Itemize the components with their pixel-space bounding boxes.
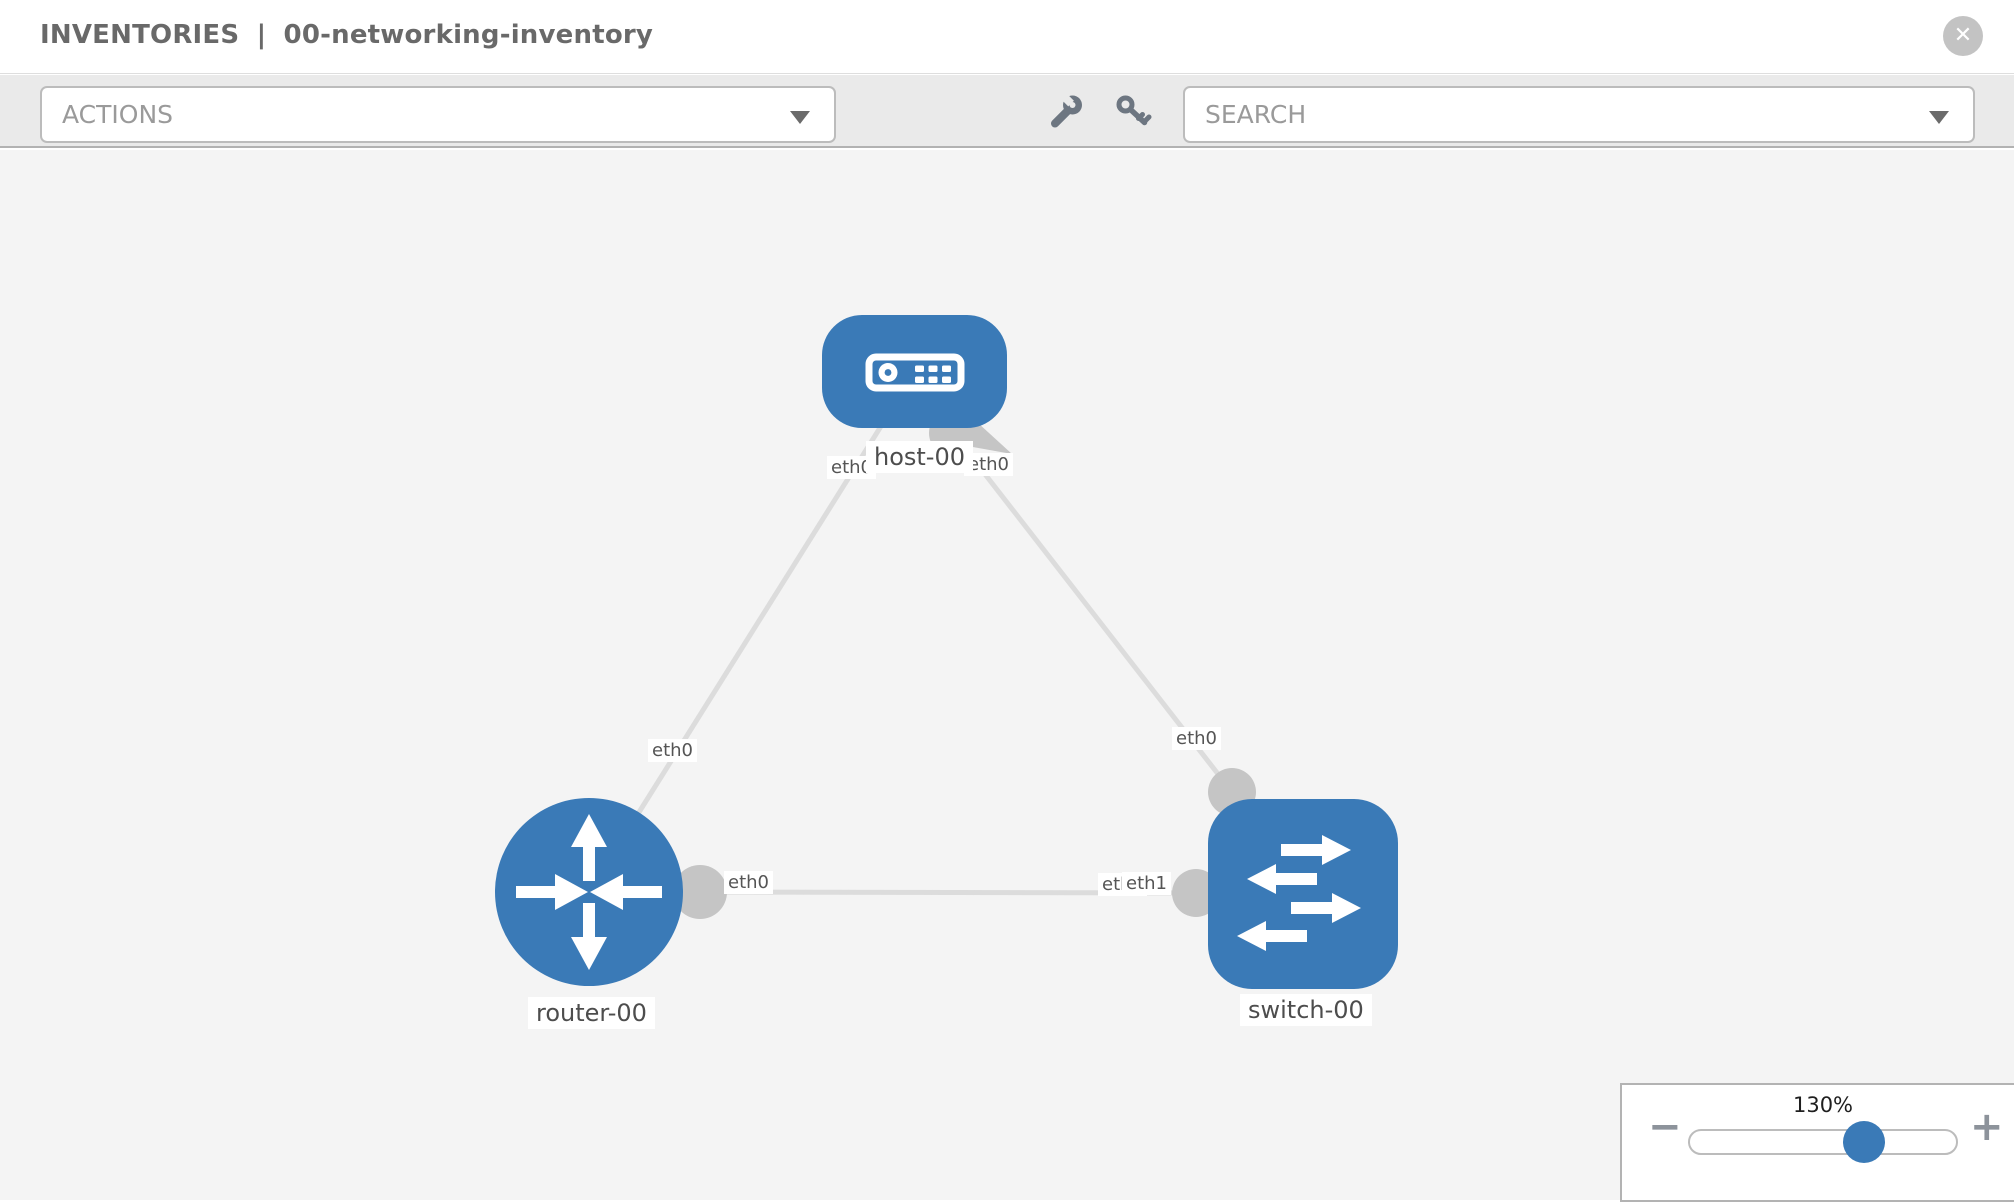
wrench-icon[interactable] — [1046, 92, 1086, 132]
zoom-in-button[interactable]: + — [1970, 1104, 2004, 1150]
node-label-router: router-00 — [528, 997, 655, 1029]
interface-label: eth0 — [1172, 727, 1221, 750]
search-placeholder: SEARCH — [1205, 100, 1307, 129]
key-icon[interactable] — [1113, 92, 1153, 132]
node-label-switch: switch-00 — [1240, 994, 1372, 1026]
interface-label: eth0 — [724, 871, 773, 894]
node-router[interactable] — [495, 798, 683, 986]
chevron-down-icon — [1929, 111, 1949, 124]
host-icon — [865, 353, 965, 392]
close-button[interactable]: ✕ — [1943, 16, 1983, 56]
interface-label: eth0 — [827, 456, 876, 479]
chevron-down-icon — [790, 111, 810, 124]
actions-dropdown[interactable]: ACTIONS — [40, 86, 836, 143]
close-icon: ✕ — [1953, 23, 1973, 48]
router-icon — [516, 814, 662, 970]
interface-label: eth0 — [964, 453, 1013, 476]
header-bar: INVENTORIES | 00-networking-inventory ✕ — [0, 0, 2014, 74]
inventory-name: 00-networking-inventory — [283, 20, 654, 50]
breadcrumb-separator: | — [256, 20, 267, 50]
breadcrumb-section: INVENTORIES — [40, 20, 240, 50]
topology-canvas: eth0 eth0 eth0 eth0 eth0 eth0 eth1 host-… — [0, 150, 2014, 1202]
node-switch[interactable] — [1208, 799, 1398, 989]
topology-graph — [495, 315, 1398, 989]
zoom-out-button[interactable]: − — [1648, 1104, 1682, 1150]
zoom-slider-thumb[interactable] — [1843, 1121, 1885, 1163]
actions-dropdown-label: ACTIONS — [62, 100, 174, 129]
zoom-slider-track[interactable] — [1688, 1121, 1958, 1163]
zoom-level-value: 130% — [1792, 1093, 1854, 1117]
node-label-host: host-00 — [866, 441, 974, 473]
interface-label: eth0 — [648, 739, 697, 762]
toolbar: ACTIONS SEARCH — [0, 75, 2014, 148]
switch-icon — [1237, 835, 1361, 951]
node-host[interactable] — [822, 315, 1007, 428]
interface-label: eth1 — [1122, 872, 1171, 895]
zoom-control-panel: 130% − + — [1620, 1083, 2014, 1202]
search-dropdown[interactable]: SEARCH — [1183, 86, 1975, 143]
endpoint-router-right[interactable] — [673, 865, 727, 919]
page-title: INVENTORIES | 00-networking-inventory — [40, 20, 653, 50]
